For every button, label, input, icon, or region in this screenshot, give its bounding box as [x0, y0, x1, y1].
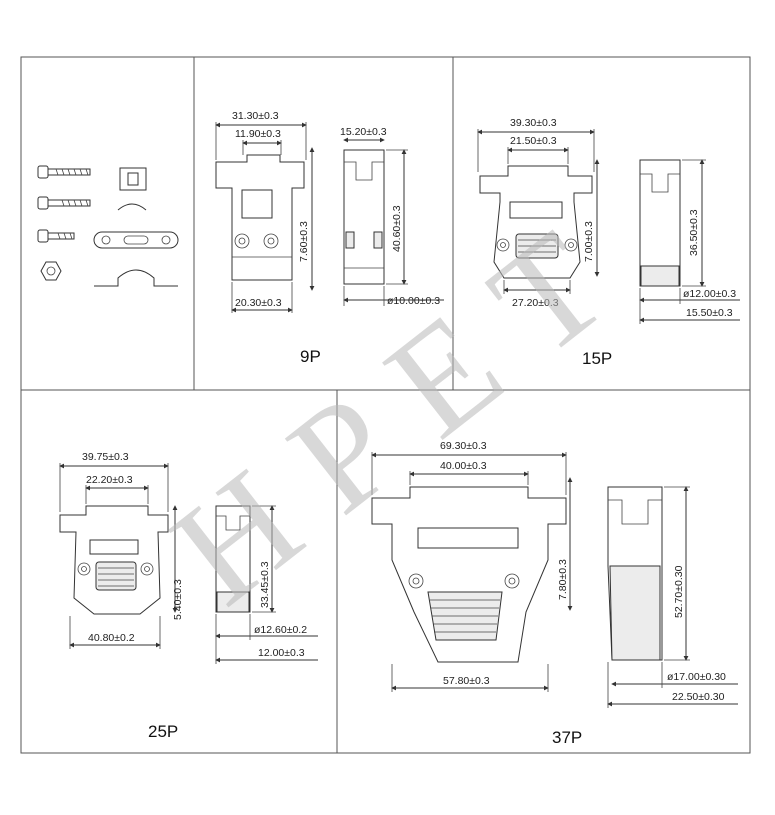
- dim-15p-depth: 15.50±0.3: [686, 307, 733, 319]
- screw-medium-icon: [37, 196, 91, 210]
- front-view-25p: [59, 505, 169, 615]
- dim-15p-bottom-width: 27.20±0.3: [512, 297, 559, 309]
- panel-15p: 39.30±0.3 21.50±0.3 27.20±0.3 7.00±0.3 3…: [477, 117, 740, 368]
- clamp-plate-icon: [93, 231, 179, 249]
- dim-25p-bottom-width: 40.80±0.2: [88, 632, 135, 644]
- dim-9p-bottom-width: 20.30±0.3: [235, 297, 282, 309]
- accessories-panel: [37, 165, 179, 287]
- dim-15p-cable-dia: ø12.00±0.3: [683, 288, 736, 300]
- front-view-37p: [371, 486, 567, 663]
- screw-long-icon: [37, 165, 91, 179]
- dim-15p-side-height: 7.00±0.3: [583, 221, 595, 262]
- dim-37p-depth: 22.50±0.30: [672, 691, 725, 703]
- dim-25p-cable-dia: ø12.60±0.2: [254, 624, 307, 636]
- panel-25p: 39.75±0.3 22.20±0.3 40.80±0.2 5.40±0.3 3…: [59, 451, 318, 741]
- dim-25p-overall-width: 39.75±0.3: [82, 451, 129, 463]
- label-25p: 25P: [148, 722, 178, 741]
- saddle-clamp-icon: [94, 269, 178, 287]
- dim-37p-cable-dia: ø17.00±0.30: [667, 671, 726, 683]
- hex-nut-icon: [40, 261, 62, 281]
- dim-37p-side-height: 7.80±0.3: [557, 559, 569, 600]
- front-view-9p: [215, 154, 305, 281]
- dimension-lines-25p: [59, 463, 318, 664]
- label-9p: 9P: [300, 347, 321, 366]
- dim-15p-inner-width: 21.50±0.3: [510, 135, 557, 147]
- clamp-strip-icon: [117, 203, 147, 211]
- dim-15p-height: 36.50±0.3: [688, 209, 700, 256]
- side-view-25p: [215, 505, 251, 613]
- side-view-9p: [343, 149, 385, 285]
- dim-15p-overall-width: 39.30±0.3: [510, 117, 557, 129]
- dim-25p-side-height: 5.40±0.3: [172, 579, 184, 620]
- dim-9p-overall-width: 31.30±0.3: [232, 110, 279, 122]
- label-15p: 15P: [582, 349, 612, 368]
- dim-9p-top-width: 15.20±0.3: [340, 126, 387, 138]
- dim-25p-inner-width: 22.20±0.3: [86, 474, 133, 486]
- dim-9p-inner-width: 11.90±0.3: [235, 128, 281, 140]
- dim-25p-height: 33.45±0.3: [259, 561, 271, 608]
- grid-borders: [20, 56, 751, 754]
- side-view-15p: [639, 159, 681, 287]
- screw-short-icon: [37, 229, 75, 243]
- dim-25p-depth: 12.00±0.3: [258, 647, 305, 659]
- panel-9p: 31.30±0.3 11.90±0.3 20.30±0.3 7.60±0.3 1…: [215, 110, 444, 366]
- dimension-lines-9p: [215, 122, 444, 313]
- front-view-15p: [479, 165, 593, 279]
- side-view-37p: [607, 486, 663, 661]
- dim-37p-height: 52.70±0.30: [673, 565, 685, 618]
- dim-9p-cable-dia: ø10.00±0.3: [387, 295, 440, 307]
- dim-37p-overall-width: 69.30±0.3: [440, 440, 487, 452]
- label-37p: 37P: [552, 728, 582, 747]
- dimension-lines-15p: [477, 129, 740, 324]
- dim-37p-inner-width: 40.00±0.3: [440, 460, 487, 472]
- dim-9p-height: 40.60±0.3: [391, 205, 403, 252]
- clamp-block-icon: [119, 167, 147, 191]
- dimension-lines-37p: [371, 452, 738, 708]
- dim-9p-side-height: 7.60±0.3: [298, 221, 310, 262]
- panel-37p: 69.30±0.3 40.00±0.3 57.80±0.3 7.80±0.3 5…: [371, 440, 738, 747]
- dim-37p-bottom-width: 57.80±0.3: [443, 675, 490, 687]
